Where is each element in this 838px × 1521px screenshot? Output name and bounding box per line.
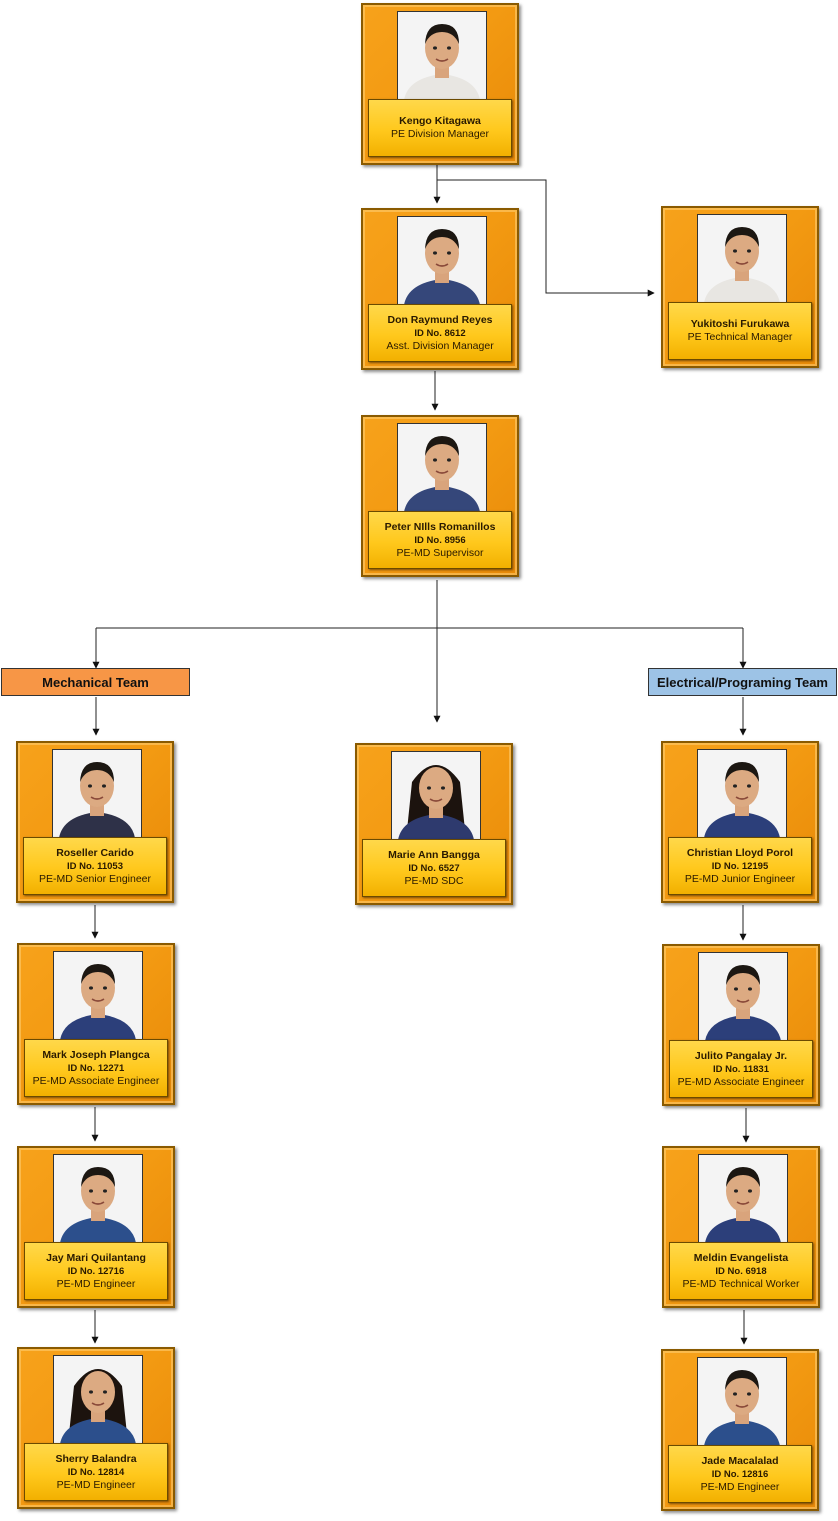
person-photo <box>397 423 487 513</box>
person-role: PE-MD Engineer <box>56 1277 136 1290</box>
person-photo <box>53 1154 143 1244</box>
mechanical-team-label: Mechanical Team <box>42 674 149 690</box>
person-role: PE Technical Manager <box>687 331 793 343</box>
person-id: ID No. 6918 <box>715 1265 767 1277</box>
portrait-icon <box>699 953 787 1041</box>
person-role: PE-MD SDC <box>404 874 464 887</box>
person-name: Mark Joseph Plangca <box>42 1048 150 1061</box>
person-name: Kengo Kitagawa <box>399 115 481 127</box>
person-name: Don Raymund Reyes <box>387 313 493 326</box>
electrical-team-header: Electrical/Programing Team <box>648 668 837 696</box>
person-photo <box>397 216 487 306</box>
portrait-icon <box>54 1155 142 1243</box>
portrait-icon <box>698 215 786 303</box>
person-id: ID No. 11831 <box>713 1063 769 1075</box>
person-id: ID No. 12816 <box>711 1468 769 1480</box>
person-role: PE-MD Supervisor <box>396 546 484 559</box>
portrait-icon <box>698 750 786 838</box>
person-name: Julito Pangalay Jr. <box>694 1049 788 1062</box>
person-role: PE-MD Associate Engineer <box>677 1075 805 1088</box>
arrow-kitagawa-furukawa <box>437 179 655 297</box>
portrait-icon <box>54 952 142 1040</box>
person-role: PE-MD Associate Engineer <box>32 1074 160 1087</box>
portrait-icon <box>699 1155 787 1243</box>
person-name: Meldin Evangelista <box>693 1251 789 1264</box>
person-id: ID No. 12195 <box>711 860 769 872</box>
portrait-icon <box>398 217 486 305</box>
portrait-icon <box>698 1358 786 1446</box>
person-photo <box>397 11 487 101</box>
person-name: Jay Mari Quilantang <box>46 1251 146 1264</box>
mechanical-team-header: Mechanical Team <box>1 668 190 696</box>
portrait-icon <box>398 424 486 512</box>
portrait-icon <box>398 12 486 100</box>
portrait-icon <box>392 752 480 840</box>
person-id: ID No. 12716 <box>67 1265 125 1277</box>
portrait-icon <box>53 750 141 838</box>
person-name: Yukitoshi Furukawa <box>690 318 790 330</box>
person-id: ID No. 11053 <box>67 860 123 872</box>
person-id: ID No. 8956 <box>414 534 466 546</box>
electrical-team-label: Electrical/Programing Team <box>657 674 828 690</box>
person-role: PE-MD Engineer <box>700 1480 780 1493</box>
person-id: ID No. 8612 <box>414 327 466 339</box>
person-name: Marie Ann Bangga <box>388 848 480 861</box>
person-role: PE Division Manager <box>390 128 490 140</box>
person-photo <box>698 1154 788 1244</box>
person-id: ID No. 6527 <box>408 862 460 874</box>
person-photo <box>53 1355 143 1445</box>
person-name: Peter NIlls Romanillos <box>384 520 496 533</box>
person-photo <box>391 751 481 841</box>
person-id: ID No. 12271 <box>67 1062 125 1074</box>
person-role: Asst. Division Manager <box>386 339 494 352</box>
person-name: Jade Macalalad <box>701 1454 779 1467</box>
person-photo <box>52 749 142 839</box>
person-role: PE-MD Engineer <box>56 1478 136 1491</box>
person-id: ID No. 12814 <box>67 1466 125 1478</box>
person-role: PE-MD Junior Engineer <box>684 872 796 885</box>
person-role: PE-MD Technical Worker <box>682 1277 800 1290</box>
person-name: Roseller Carido <box>56 846 134 859</box>
person-photo <box>53 951 143 1041</box>
person-photo <box>697 1357 787 1447</box>
person-name: Christian Lloyd Porol <box>686 846 794 859</box>
person-role: PE-MD Senior Engineer <box>38 872 152 885</box>
person-photo <box>697 749 787 839</box>
person-name: Sherry Balandra <box>55 1452 137 1465</box>
person-photo <box>698 952 788 1042</box>
person-photo <box>697 214 787 304</box>
portrait-icon <box>54 1356 142 1444</box>
